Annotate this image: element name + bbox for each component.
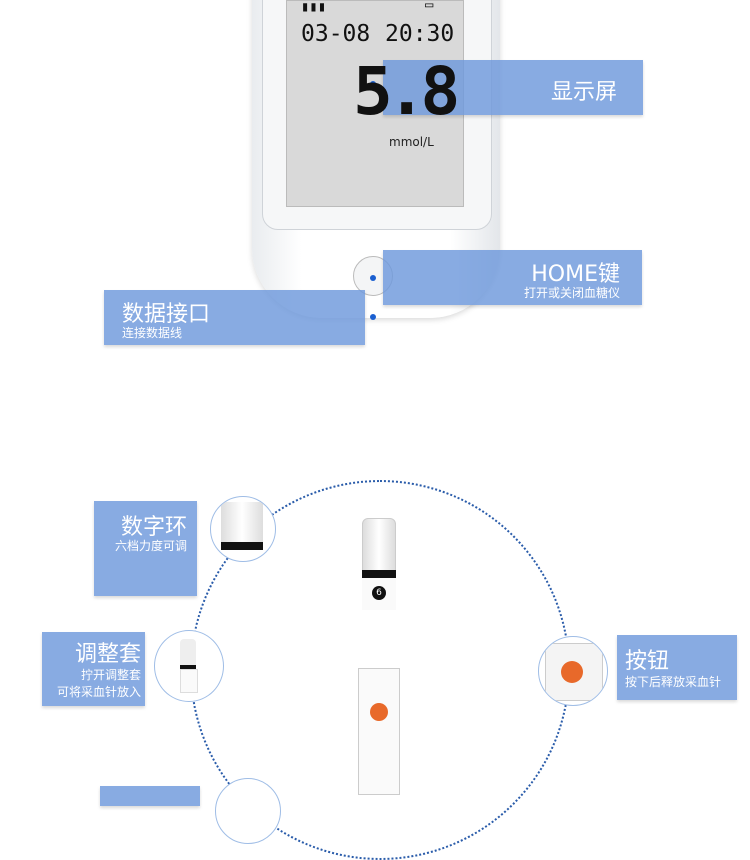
- adjust-cap-label-desc1: 拧开调整套: [80, 668, 141, 682]
- button-label-desc: 按下后释放采血针: [625, 675, 722, 689]
- home-pointer-dot: [370, 275, 376, 281]
- data-port-label-title: 数据接口: [122, 302, 211, 327]
- adjust-cap-label-title: 调整套: [74, 642, 141, 667]
- button-label-title: 按钮: [625, 649, 670, 674]
- adjust-cap-label-desc2: 可将采血针放入: [56, 685, 141, 699]
- data-port-label-desc: 连接数据线: [122, 326, 183, 340]
- display-label-title: 显示屏: [550, 80, 617, 105]
- data-port-pointer-dot: [370, 314, 376, 320]
- data-port-label: 数据接口 连接数据线: [104, 290, 365, 345]
- lancet-pen-body: [358, 668, 400, 795]
- home-label-title: HOME键: [531, 262, 620, 287]
- lcd-screen: ▮▮▮ ▭ 03-08 20:30 5.8 mmol/L: [286, 0, 464, 207]
- display-pointer-dot: [370, 81, 376, 87]
- partial-closeup: [215, 778, 281, 844]
- release-button[interactable]: [370, 703, 388, 721]
- lcd-reading: 5.8: [353, 53, 460, 130]
- home-label-desc: 打开或关闭血糖仪: [523, 286, 620, 300]
- lcd-unit: mmol/L: [389, 135, 434, 149]
- partial-label: [100, 786, 200, 806]
- digit-ring-label-title: 数字环: [120, 515, 187, 540]
- lcd-time: 20:30: [385, 21, 455, 47]
- signal-icon: ▮▮▮: [301, 0, 327, 15]
- button-label: 按钮 按下后释放采血针: [617, 635, 737, 700]
- dial-number: 6: [372, 586, 386, 600]
- digit-ring-label-desc: 六档力度可调: [114, 539, 187, 553]
- digit-ring-closeup: [210, 496, 276, 562]
- lcd-date: 03-08: [301, 21, 371, 47]
- digit-ring-label: 数字环 六档力度可调: [94, 501, 197, 596]
- adjust-cap-closeup: [154, 630, 224, 702]
- adjust-cap-label: 调整套 拧开调整套 可将采血针放入: [42, 632, 145, 706]
- button-closeup: [538, 636, 608, 706]
- home-label: HOME键 打开或关闭血糖仪: [383, 250, 642, 305]
- lancet-cap: 6: [360, 518, 396, 610]
- battery-icon: ▭: [425, 0, 434, 13]
- display-label: 显示屏: [383, 60, 643, 115]
